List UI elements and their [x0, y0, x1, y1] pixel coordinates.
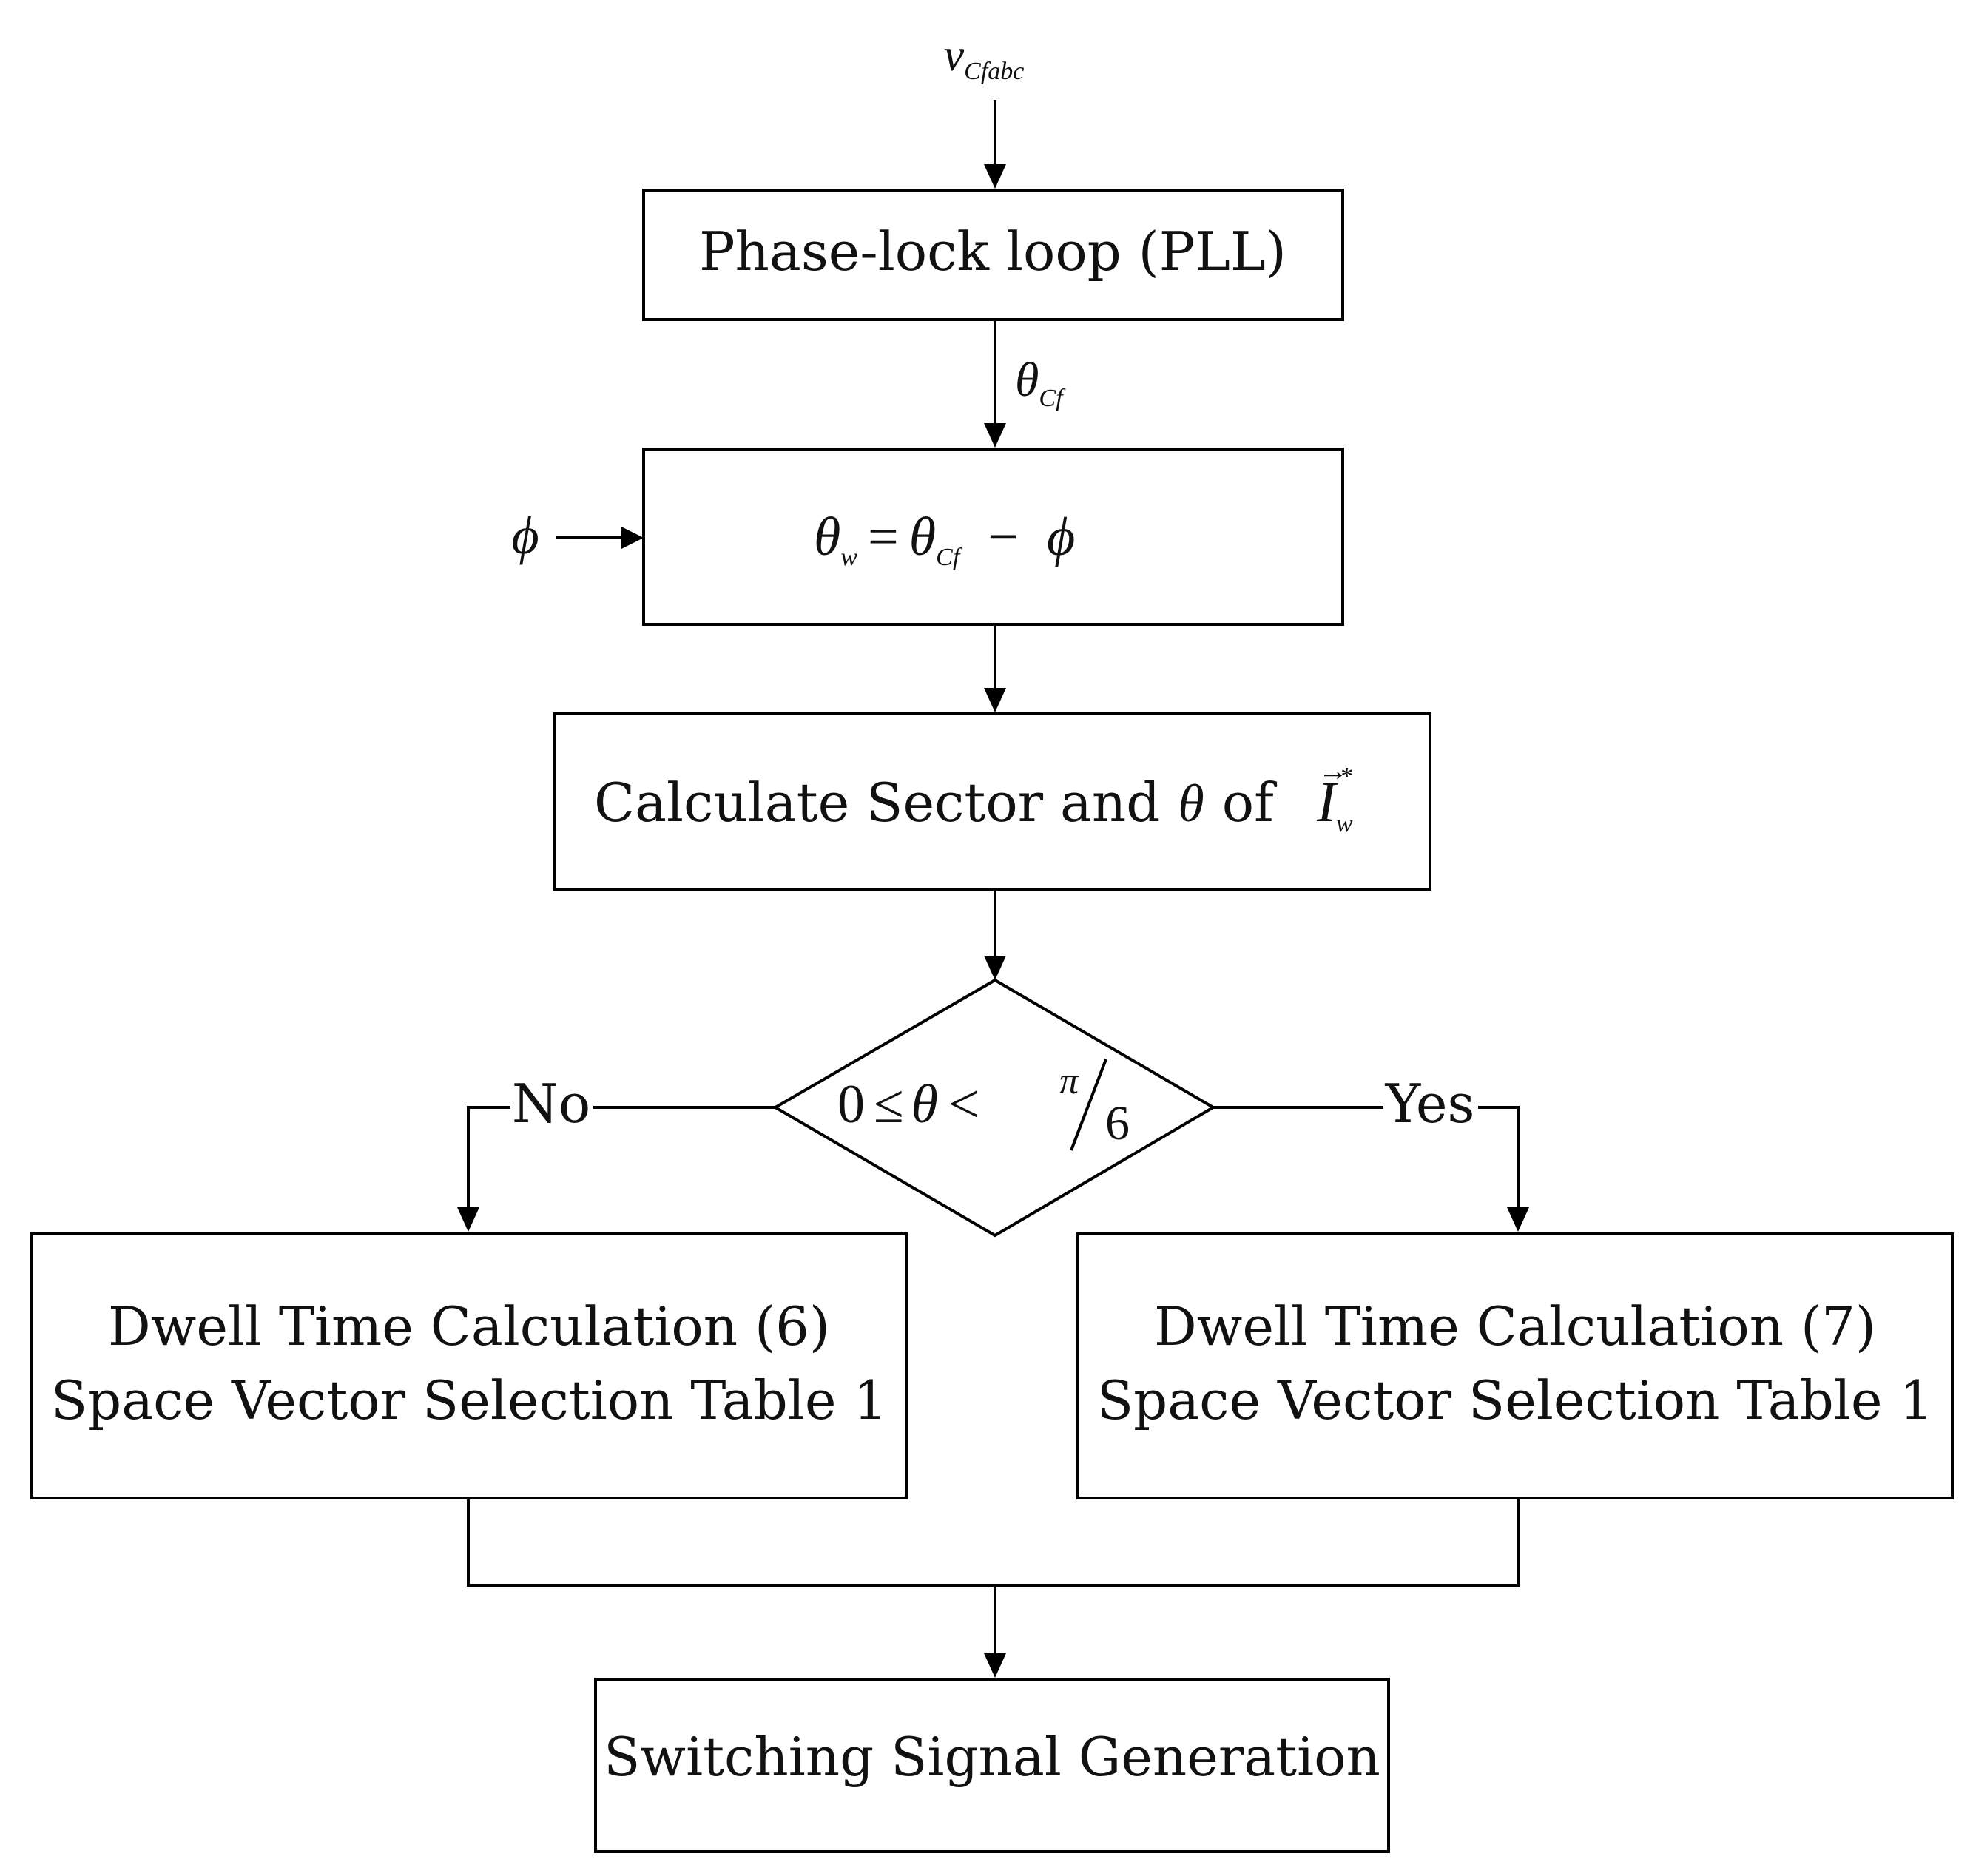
pll-box [642, 189, 1344, 321]
right-box-line1: Dwell Time Calculation (7) [1154, 1295, 1876, 1357]
no-branch-line [467, 1106, 775, 1207]
decision-diamond [772, 978, 1216, 1238]
arrowhead-sector [984, 688, 1006, 712]
merge-line [467, 1498, 1520, 1587]
angle-box [642, 448, 1344, 626]
yes-branch-line [1213, 1106, 1520, 1207]
fraction-slash [1070, 1059, 1107, 1151]
decision-condition: 0≤θ< [837, 1074, 979, 1135]
no-label-mask [510, 1082, 593, 1133]
arrowhead-angle [984, 423, 1006, 448]
vector-symbol: Iw* [1316, 763, 1353, 837]
left-box-line1: Dwell Time Calculation (6) [108, 1295, 830, 1357]
arrowhead-phase-offset [621, 527, 644, 549]
no-label: No [512, 1073, 590, 1135]
decision-denominator: 6 [1105, 1096, 1130, 1150]
pll-label: Phase-lock loop (PLL) [699, 220, 1286, 283]
decision-numerator: π [1059, 1060, 1080, 1102]
vector-arrow-icon: → [1318, 754, 1348, 787]
sector-box [553, 712, 1431, 891]
output-box [594, 1678, 1390, 1853]
right-box-line2: Space Vector Selection Table 1 [1097, 1369, 1933, 1431]
arrowhead-right-box [1507, 1207, 1529, 1232]
left-box-line2: Space Vector Selection Table 1 [51, 1369, 887, 1431]
yes-label: Yes [1385, 1073, 1475, 1135]
arrowhead-pll [984, 164, 1006, 189]
arrowhead-output [984, 1653, 1006, 1678]
yes-label-mask [1383, 1082, 1478, 1133]
phase-offset-label: ϕ [511, 506, 539, 565]
pll-output-label: θCf [1015, 353, 1066, 412]
right-dwell-box [1076, 1232, 1954, 1499]
arrowhead-decision [984, 956, 1006, 980]
angle-equation: θw=θCf−ϕ [814, 507, 1075, 571]
input-signal-label: vCfabc [944, 30, 1025, 85]
output-label: Switching Signal Generation [604, 1726, 1380, 1788]
arrowhead-left-box [457, 1207, 479, 1232]
left-dwell-box [30, 1232, 908, 1499]
